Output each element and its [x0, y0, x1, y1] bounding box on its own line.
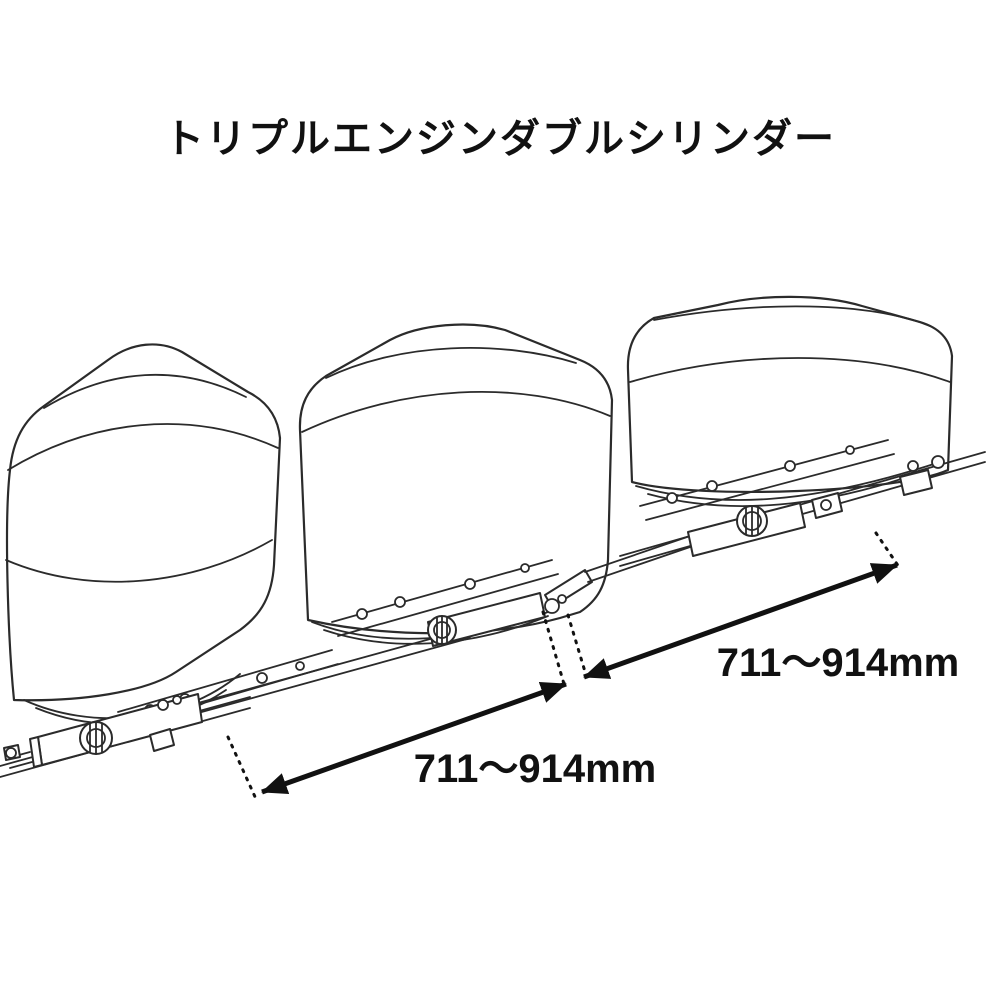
- engine-left-illustration: [5, 343, 282, 725]
- engine-right-illustration: [626, 295, 954, 507]
- cylinder-right: [687, 455, 945, 557]
- cylinder-middle: [427, 535, 694, 647]
- steering-assembly: [0, 451, 986, 778]
- extension-dotted-lines: [226, 531, 901, 801]
- cylinder-left: [3, 693, 203, 769]
- engine-middle-illustration: [298, 323, 614, 645]
- dimension-arrow-upper: [583, 562, 898, 680]
- page-title: トリプルエンジンダブルシリンダー: [164, 117, 836, 161]
- dimension-label-upper: 711〜914mm: [717, 641, 959, 685]
- dimension-label-lower: 711〜914mm: [414, 747, 656, 791]
- dimension-arrow-lower: [261, 681, 567, 795]
